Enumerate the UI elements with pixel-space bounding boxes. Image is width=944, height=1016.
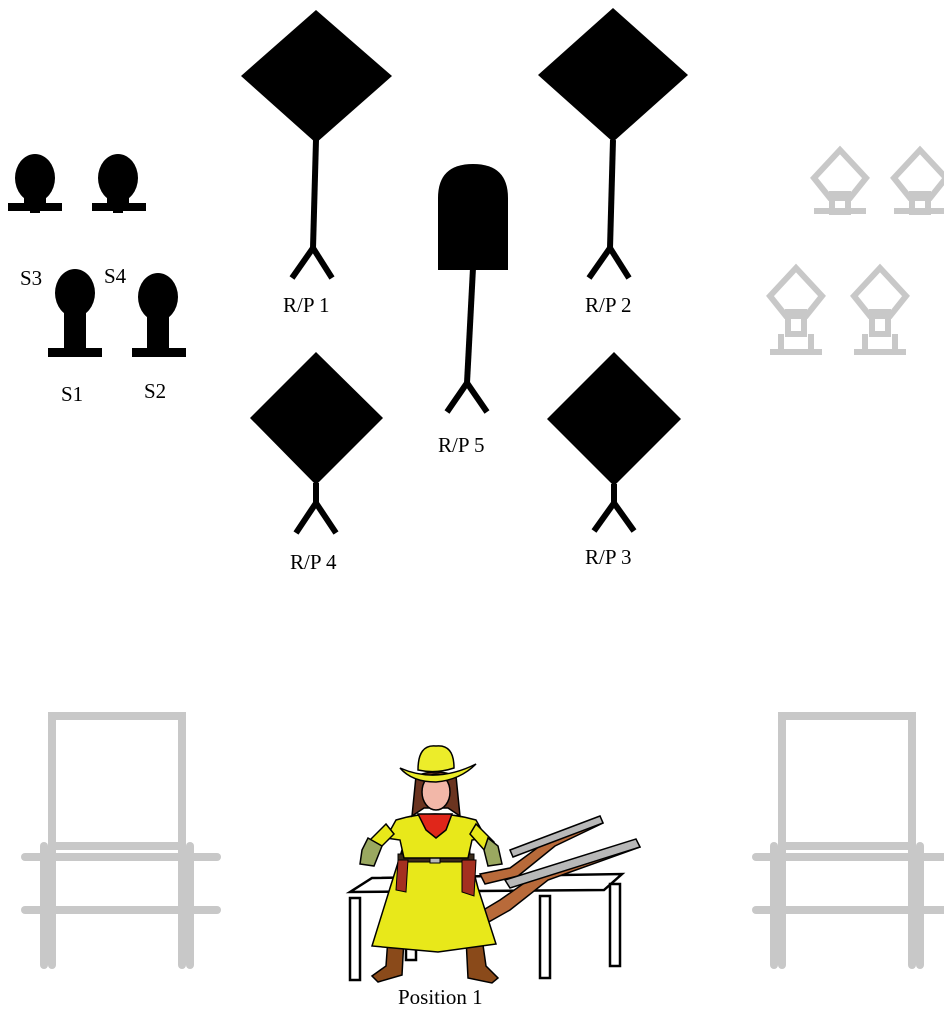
rp3-target-icon <box>547 352 681 533</box>
label-position: Position 1 <box>398 985 483 1009</box>
faded-target-icon <box>850 263 910 355</box>
label-rp2: R/P 2 <box>585 293 632 317</box>
target-s3-icon <box>8 154 62 213</box>
faded-target-icon <box>810 145 870 215</box>
face-icon <box>421 773 451 811</box>
gloves-icon <box>359 836 503 867</box>
target-s4-icon <box>92 154 146 213</box>
faded-targets-group <box>766 145 944 355</box>
hat-icon <box>399 745 477 783</box>
shooter-illustration <box>345 745 642 984</box>
faded-target-icon <box>766 263 826 355</box>
label-s3: S3 <box>20 266 42 290</box>
label-rp1: R/P 1 <box>283 293 330 317</box>
rp4-target-icon <box>250 352 383 535</box>
label-s1: S1 <box>61 382 83 406</box>
scarf-icon <box>416 813 454 839</box>
label-rp5: R/P 5 <box>438 433 485 457</box>
label-rp3: R/P 3 <box>585 545 632 569</box>
rp5-shovel-target-icon <box>438 164 508 414</box>
label-s4: S4 <box>104 264 127 288</box>
faded-target-icon <box>890 145 944 215</box>
label-s2: S2 <box>144 379 166 403</box>
rp2-target-icon <box>538 8 688 280</box>
target-s2-icon <box>132 273 186 357</box>
right-prop-icon <box>752 712 944 969</box>
rifle-upper-icon <box>478 815 605 885</box>
label-rp4: R/P 4 <box>290 550 337 574</box>
rp1-target-icon <box>241 10 392 280</box>
left-prop-icon <box>21 712 221 969</box>
target-s1-icon <box>48 269 102 357</box>
small-targets-group <box>8 154 186 357</box>
